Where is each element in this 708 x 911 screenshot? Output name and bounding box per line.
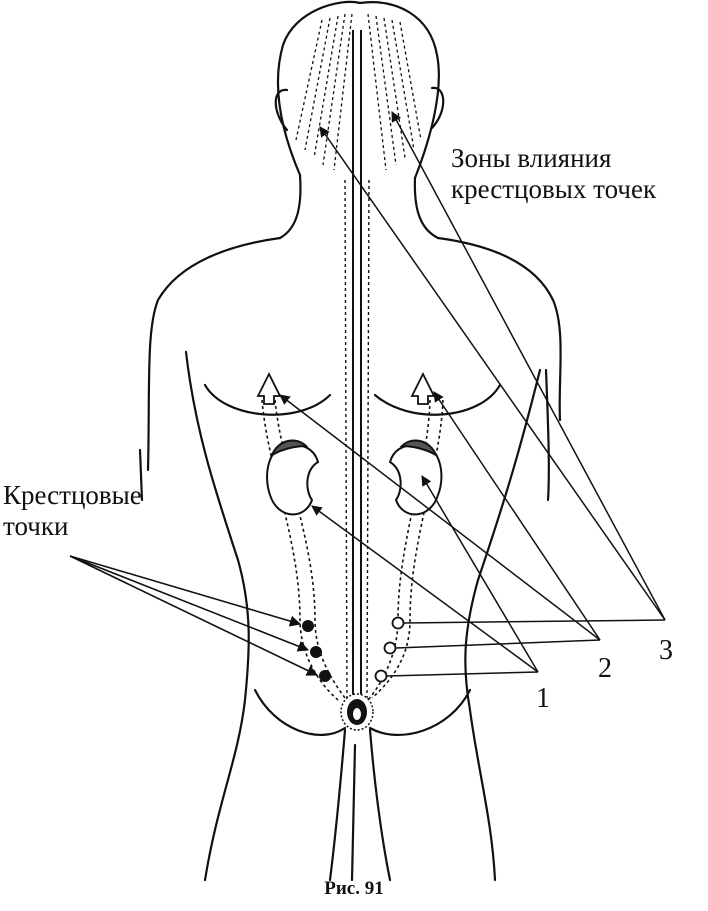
- sacral-point-1: [302, 620, 314, 632]
- zones-label: Зоны влияния крестцовых точек: [451, 143, 656, 205]
- left-ear: [274, 88, 289, 132]
- sacral-center: [340, 693, 374, 731]
- sacral-label-line2: точки: [3, 511, 69, 542]
- right-arm-inner: [544, 368, 550, 502]
- right-ear: [430, 86, 445, 130]
- upward-arrows: [256, 371, 436, 405]
- spine: [344, 30, 370, 701]
- sacral-points-left: [302, 620, 331, 682]
- left-adrenal: [269, 439, 309, 458]
- head-outline: [276, 0, 440, 180]
- sacral-label-line1: Крестцовые: [3, 480, 142, 510]
- sacral-point-3: [319, 670, 331, 682]
- zones-label-line2: крестцовых точек: [451, 174, 657, 205]
- right-scapula: [373, 383, 502, 416]
- number-leader-lines: [279, 111, 666, 677]
- right-up-arrow: [410, 371, 436, 405]
- right-kidney: [388, 443, 443, 516]
- body-outline: [138, 0, 562, 882]
- neck-right: [413, 176, 440, 240]
- head-influence-zones: [295, 13, 422, 171]
- figure-caption: Рис. 91: [324, 878, 384, 899]
- sacral-points-right: [374, 616, 405, 683]
- buttocks-outline: [253, 688, 472, 736]
- sacral-point-right-1: [391, 616, 405, 630]
- left-shoulder: [146, 236, 282, 472]
- number-2-label: 2: [598, 653, 612, 684]
- left-kidney: [266, 443, 320, 516]
- number-1-label: 1: [536, 683, 550, 714]
- torso-left-side: [184, 350, 250, 882]
- left-arm-inner: [138, 448, 144, 502]
- left-up-arrow: [256, 371, 282, 405]
- sacral-point-right-3: [374, 669, 388, 683]
- sacral-pointer-lines: [69, 555, 319, 676]
- number-3-label: 3: [659, 635, 673, 666]
- sacral-points-label: Крестцовые точки: [3, 480, 142, 542]
- zones-label-line1: Зоны влияния: [451, 143, 612, 173]
- legs: [328, 728, 392, 882]
- torso-right-side: [464, 368, 542, 882]
- neck-left: [278, 173, 302, 240]
- kidneys: [266, 439, 443, 516]
- sacral-point-right-2: [383, 641, 397, 655]
- right-adrenal: [399, 439, 439, 458]
- sacral-point-2: [310, 646, 322, 658]
- right-shoulder: [436, 236, 562, 422]
